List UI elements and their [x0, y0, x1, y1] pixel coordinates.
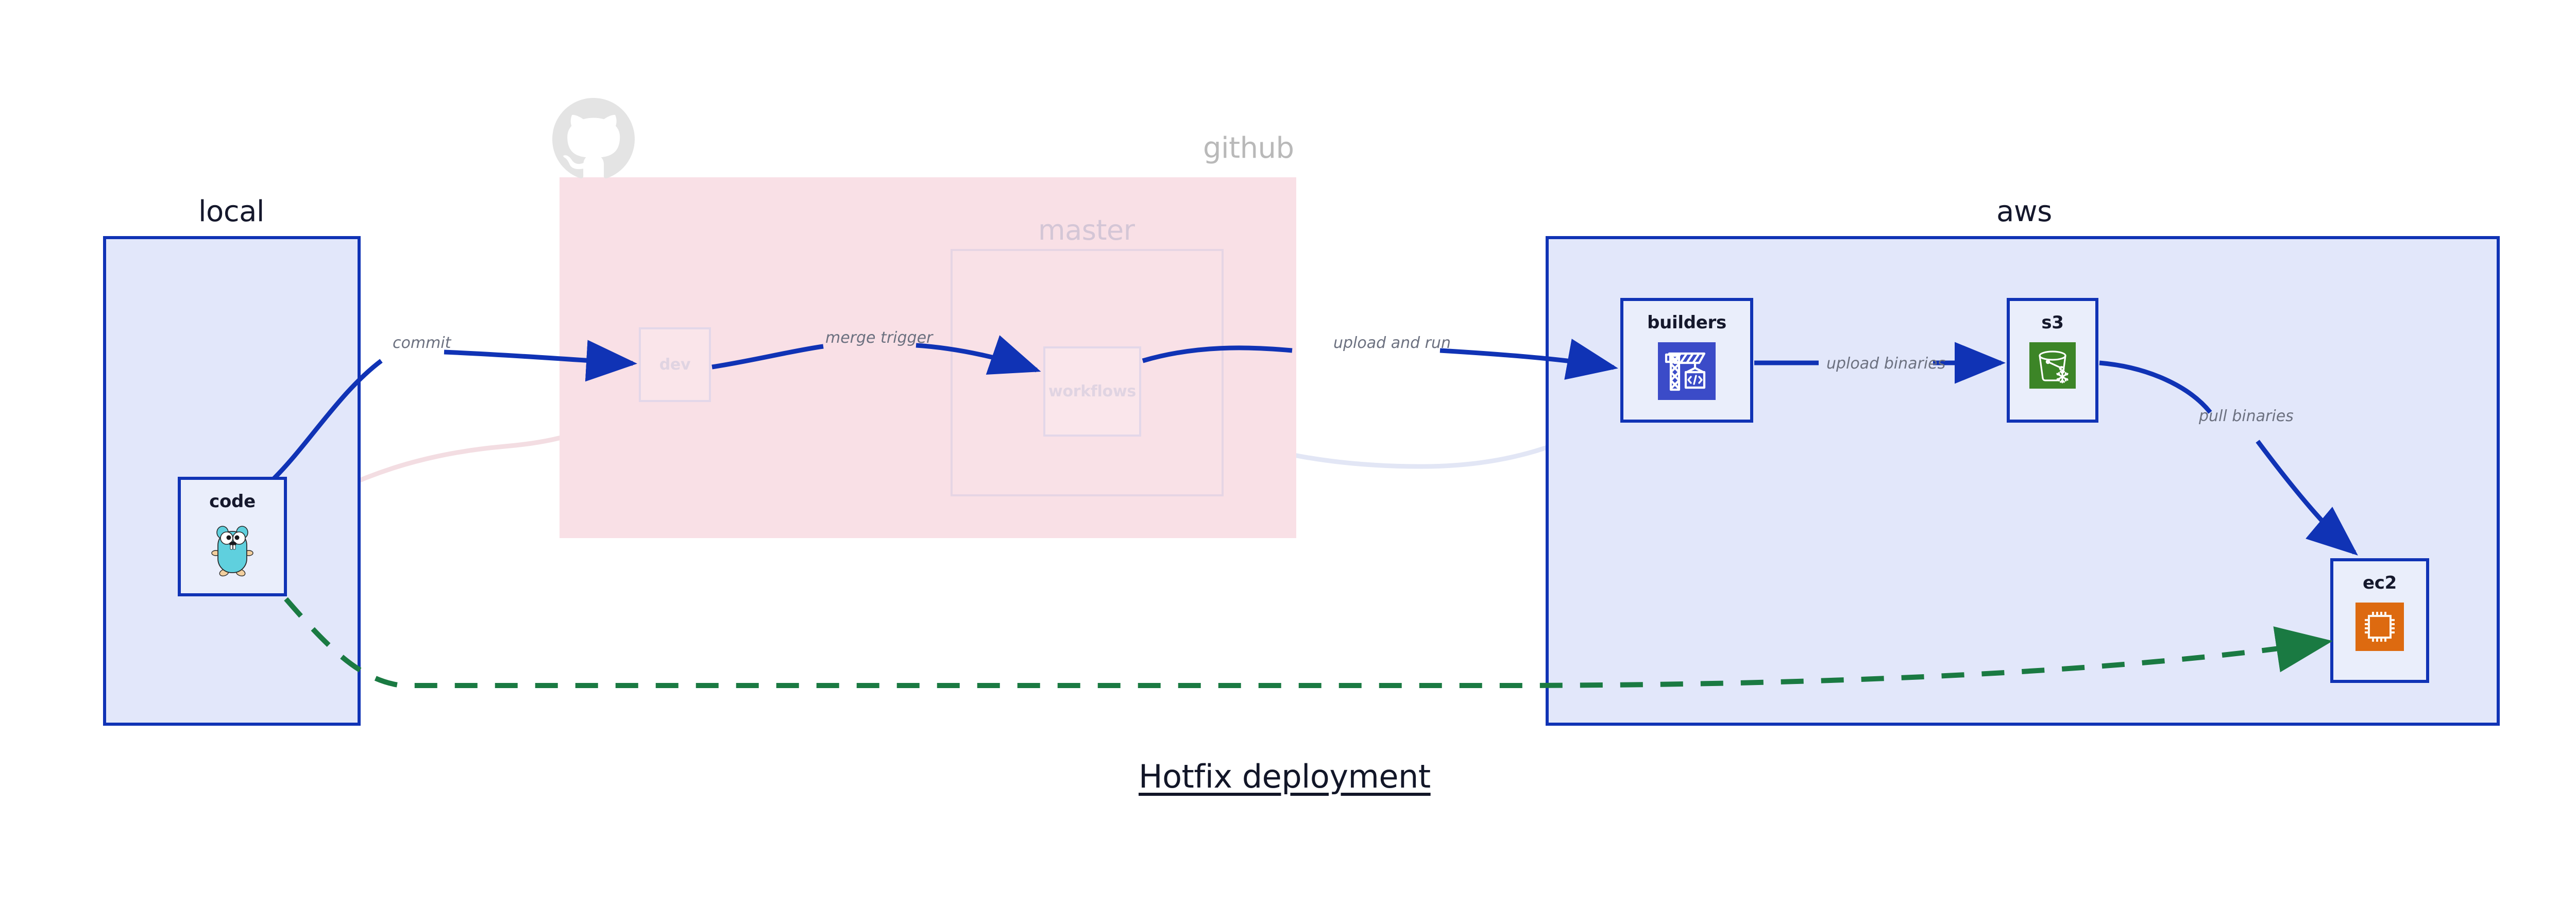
edge-label-upload-and-run: upload and run — [1333, 334, 1451, 352]
node-s3-label: s3 — [2041, 312, 2064, 333]
node-code[interactable]: code — [178, 477, 287, 596]
edge-dev-to-workflows-cont — [916, 335, 1041, 375]
group-label-aws: aws — [1996, 195, 2052, 228]
edge-label-pull-binaries: pull binaries — [2199, 407, 2294, 425]
diagram-title: Hotfix deployment — [1139, 758, 1431, 795]
edge-code-to-ec2-dashed — [284, 597, 2333, 688]
node-code-label: code — [209, 491, 256, 512]
edge-label-upload-binaries: upload binaries — [1826, 355, 1946, 373]
edge-workflows-to-builders-cont — [1439, 339, 1618, 380]
group-label-local: local — [198, 195, 264, 228]
node-builders[interactable]: builders — [1620, 298, 1753, 423]
aws-ec2-icon — [2355, 603, 2404, 651]
node-ec2-label: ec2 — [2363, 573, 2397, 593]
group-label-master: master — [1038, 214, 1135, 246]
edge-workflows-to-builders — [1142, 345, 1293, 363]
node-s3[interactable]: s3 — [2007, 298, 2098, 423]
edge-label-commit: commit — [393, 334, 451, 352]
aws-s3-icon — [2029, 342, 2076, 389]
group-label-github: github — [1203, 131, 1294, 165]
edge-dev-to-workflows — [711, 344, 824, 370]
node-workflows-label: workflows — [1048, 382, 1136, 400]
edge-code-to-dev — [272, 359, 383, 480]
edge-s3-to-ec2-cont — [2256, 440, 2358, 556]
node-dev[interactable]: dev — [639, 327, 711, 402]
edge-code-to-dev-cont — [444, 340, 637, 382]
node-workflows[interactable]: workflows — [1043, 346, 1141, 437]
group-github — [560, 177, 1296, 538]
edge-s3-to-ec2 — [2099, 360, 2212, 414]
go-gopher-icon — [211, 526, 253, 577]
node-ec2[interactable]: ec2 — [2330, 558, 2429, 683]
node-dev-label: dev — [659, 356, 691, 374]
aws-codebuild-icon — [1658, 342, 1716, 400]
node-builders-label: builders — [1647, 312, 1726, 333]
edge-label-merge-trigger: merge trigger — [825, 329, 933, 347]
github-octocat-icon — [552, 98, 635, 179]
group-master — [951, 249, 1224, 496]
